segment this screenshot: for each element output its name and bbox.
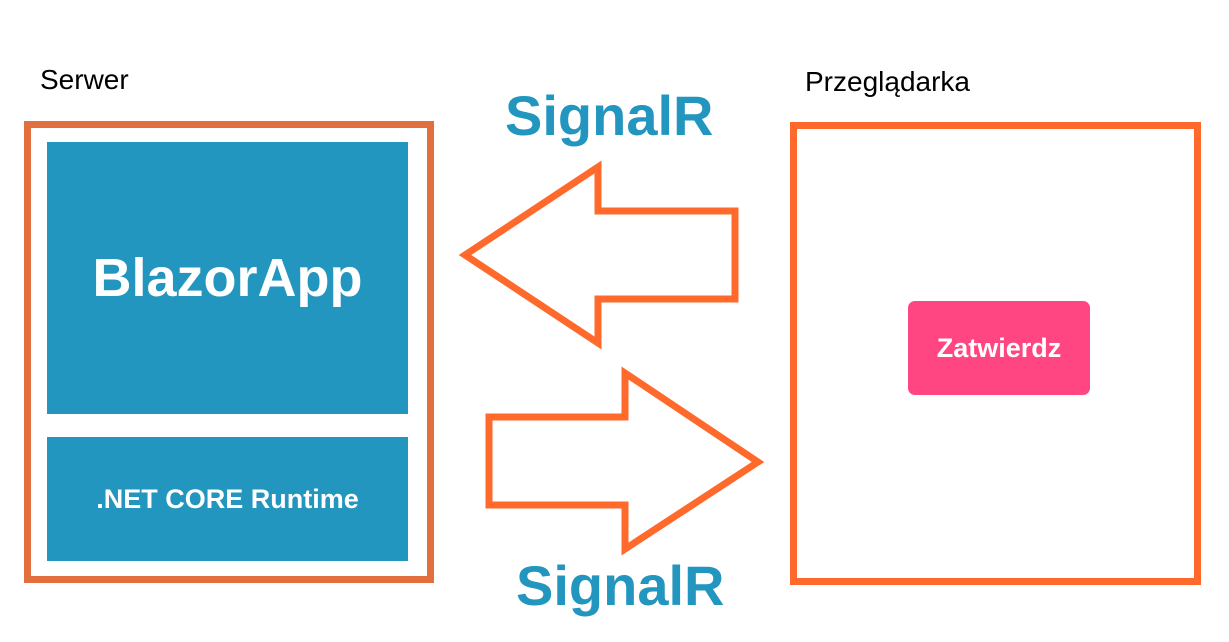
blazor-app-label: BlazorApp [92, 248, 363, 308]
server-label: Serwer [40, 64, 129, 95]
submit-button[interactable]: Zatwierdz [908, 301, 1090, 395]
runtime-label: .NET CORE Runtime [96, 483, 359, 514]
browser-label: Przeglądarka [805, 66, 970, 97]
runtime-block: .NET CORE Runtime [47, 437, 408, 561]
blazor-app-block: BlazorApp [47, 142, 408, 414]
arrow-to-browser [485, 366, 765, 556]
browser-frame [790, 122, 1201, 585]
signalr-label-bottom: SignalR [516, 554, 725, 617]
server-frame [24, 121, 434, 583]
signalr-label-top: SignalR [505, 84, 714, 147]
arrow-to-server [458, 160, 739, 350]
